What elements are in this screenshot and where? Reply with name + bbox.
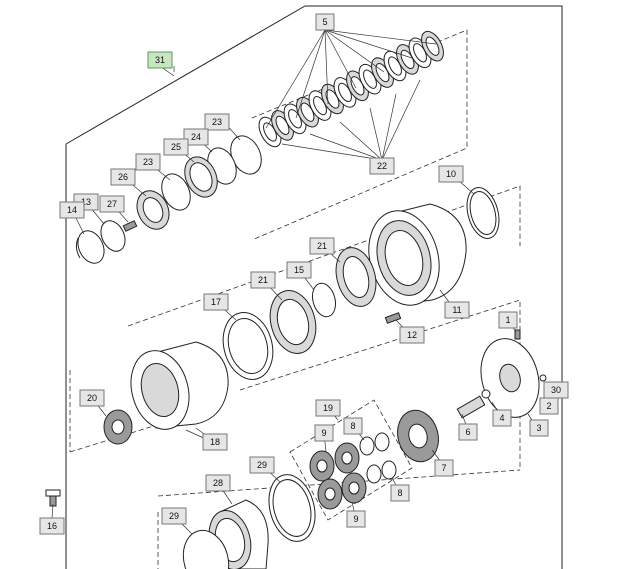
callout-20-text: 20 — [87, 393, 97, 403]
callout-26: 26 — [110, 168, 136, 186]
clutch-disc-pack — [258, 29, 444, 161]
callout-29-lower-text: 29 — [169, 511, 179, 521]
callout-21-upper-text: 21 — [317, 241, 327, 251]
callout-14-text: 14 — [67, 205, 77, 215]
callout-1-text: 1 — [505, 315, 510, 325]
callout-27-text: 27 — [107, 199, 117, 209]
callout-21-lower-text: 21 — [258, 275, 268, 285]
clutch-disc-bore — [425, 36, 440, 56]
callout-11: 11 — [444, 301, 470, 319]
housing-assembly — [269, 187, 500, 354]
callout-2: 2 — [539, 397, 559, 415]
cover-and-shaft — [397, 329, 556, 463]
callout-23-lower: 23 — [135, 153, 161, 171]
callout-19: 19 — [315, 399, 341, 417]
callout-5-text: 5 — [322, 17, 327, 27]
callout-2-text: 2 — [546, 401, 551, 411]
callout-29-upper-text: 29 — [257, 460, 267, 470]
callout-25-text: 25 — [171, 142, 181, 152]
callout-3: 3 — [529, 419, 549, 437]
bearing-ring-stack — [75, 135, 262, 264]
callout-9-lower-text: 9 — [353, 514, 358, 524]
hub-assembly — [103, 312, 274, 445]
callout-30: 30 — [543, 381, 569, 399]
callout-24: 24 — [183, 128, 209, 146]
callout-4-text: 4 — [499, 413, 504, 423]
callout-9-upper-text: 9 — [321, 428, 326, 438]
planetary-gear-set — [309, 432, 397, 510]
callout-3-text: 3 — [536, 423, 541, 433]
callout-22-text: 22 — [377, 161, 387, 171]
callout-8-upper-text: 8 — [350, 421, 355, 431]
ring-gear-assembly — [45, 474, 316, 569]
callout-5: 5 — [315, 13, 335, 31]
callout-31-text: 31 — [155, 55, 165, 65]
callout-4: 4 — [492, 409, 512, 427]
callout-17: 17 — [203, 293, 229, 311]
callout-7: 7 — [434, 459, 454, 477]
callout-12-text: 12 — [407, 330, 417, 340]
callout-8-lower: 8 — [390, 484, 410, 502]
callout-21-lower: 21 — [250, 271, 276, 289]
callout-16: 16 — [39, 517, 65, 535]
callout-29-upper: 29 — [249, 456, 275, 474]
callout-30-text: 30 — [551, 385, 561, 395]
callout-26-text: 26 — [118, 172, 128, 182]
callout-27: 27 — [99, 195, 125, 213]
callout-6: 6 — [458, 423, 478, 441]
callout-23-lower-text: 23 — [143, 157, 153, 167]
callout-28: 28 — [205, 474, 231, 492]
callout-14: 14 — [59, 201, 85, 219]
callout-labels: 31 5 22 23 24 25 23 26 27 13 14 10 21 21… — [39, 13, 569, 535]
callout-8-lower-text: 8 — [397, 488, 402, 498]
callout-31: 31 — [147, 51, 173, 69]
callout-10: 10 — [438, 165, 464, 183]
callout-15: 15 — [286, 261, 312, 279]
callout-28-text: 28 — [213, 478, 223, 488]
callout-11-text: 11 — [452, 305, 461, 315]
callout-25: 25 — [163, 138, 189, 156]
callout-18-text: 18 — [210, 437, 220, 447]
callout-1: 1 — [498, 311, 518, 329]
callout-23-upper: 23 — [204, 113, 230, 131]
callout-17-text: 17 — [211, 297, 221, 307]
callout-20: 20 — [79, 389, 105, 407]
callout-9-upper: 9 — [314, 424, 334, 442]
callout-7-text: 7 — [441, 463, 446, 473]
callout-21-upper: 21 — [309, 237, 335, 255]
callout-8-upper: 8 — [343, 417, 363, 435]
callout-15-text: 15 — [294, 265, 304, 275]
callout-9-lower: 9 — [346, 510, 366, 528]
callout-22: 22 — [369, 157, 395, 175]
callout-29-lower: 29 — [161, 507, 187, 525]
callout-18: 18 — [202, 433, 228, 451]
callout-6-text: 6 — [465, 427, 470, 437]
callout-10-text: 10 — [446, 169, 456, 179]
callout-23-upper-text: 23 — [212, 117, 222, 127]
callout-24-text: 24 — [191, 132, 201, 142]
callout-13-text: 13 — [81, 197, 91, 207]
callout-12: 12 — [399, 326, 425, 344]
callout-16-text: 16 — [47, 521, 57, 531]
callout-19-text: 19 — [323, 403, 333, 413]
